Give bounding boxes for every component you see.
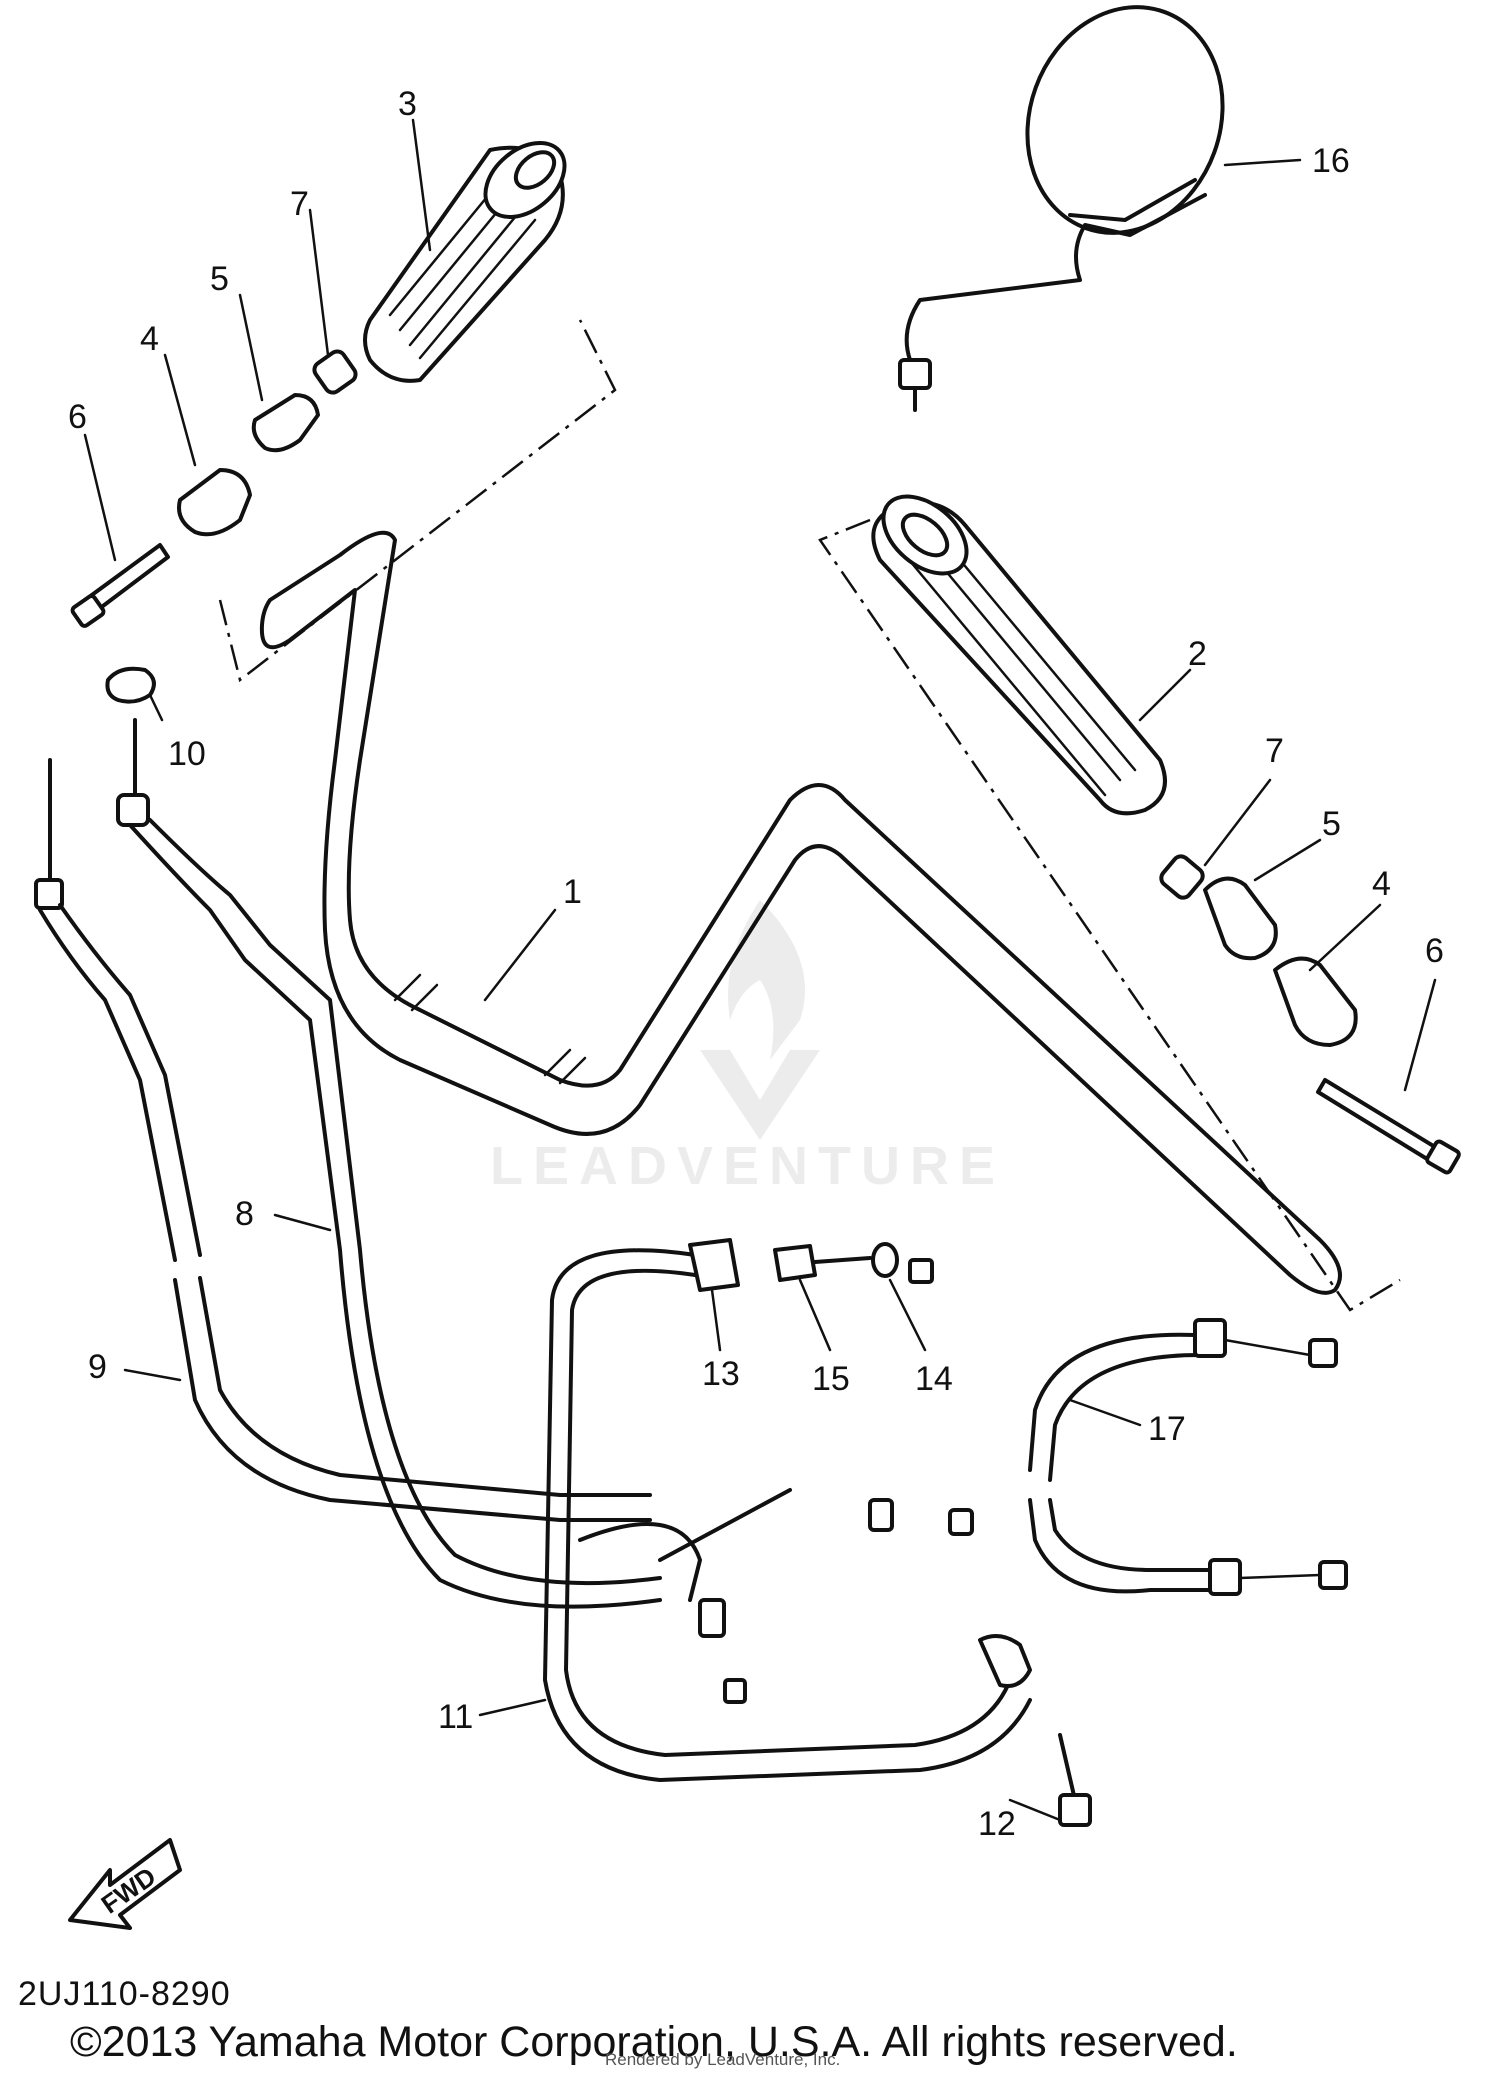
copyright-notice: ©2013 Yamaha Motor Corporation, U.S.A. A…: [70, 2018, 1238, 2066]
callout-7-left: 7: [290, 185, 309, 223]
diagram-code: 2UJ110-8290: [18, 1975, 231, 2013]
right-bolt-6: [1316, 1078, 1461, 1175]
callout-11: 11: [438, 1698, 473, 1736]
nut-14: [871, 1242, 934, 1284]
callout-10: 10: [168, 735, 206, 773]
callout-16: 16: [1312, 142, 1350, 180]
left-sleeve-5: [251, 393, 320, 453]
left-collar-7: [312, 349, 358, 395]
callout-9: 9: [88, 1348, 107, 1386]
left-balancer-4: [177, 468, 252, 537]
fwd-arrow: FWD: [68, 1838, 182, 1930]
callout-5-right: 5: [1322, 805, 1341, 843]
watermark-text: LEADVENTURE: [490, 1136, 1006, 1196]
callout-6-right: 6: [1425, 932, 1444, 970]
cable-8: [116, 718, 662, 1609]
callout-17: 17: [1148, 1410, 1186, 1448]
right-grip-outline: [818, 518, 1401, 1312]
cable-9: [34, 758, 652, 1522]
clip-10: [105, 666, 156, 704]
callout-7-right: 7: [1265, 732, 1284, 770]
leader-lines: [83, 118, 1437, 1822]
left-bolt-6: [70, 543, 170, 628]
callout-4-right: 4: [1372, 865, 1391, 903]
render-credit: Rendered by LeadVenture, Inc.: [605, 2050, 841, 2069]
cable-11: [543, 1248, 1032, 1782]
callout-6-left: 6: [68, 398, 87, 436]
mirror: [898, 5, 1225, 412]
handlebar: [259, 530, 1342, 1295]
callout-13: 13: [702, 1355, 740, 1393]
right-grip: [871, 494, 1167, 816]
locknut-15: [773, 1244, 872, 1282]
watermark-logo-icon: [700, 900, 820, 1140]
callout-1: 1: [563, 873, 582, 911]
callout-labels: 1 2 3 4 4 5 5 6 6 7 7 8 9 10 11 12 13 14…: [68, 85, 1444, 1843]
left-grip: [363, 141, 567, 383]
callout-8: 8: [235, 1195, 254, 1233]
right-sleeve-5: [1203, 876, 1278, 961]
callout-15: 15: [812, 1360, 850, 1398]
callout-4-left: 4: [140, 320, 159, 358]
callout-3: 3: [398, 85, 417, 123]
cable-fitting: [698, 1498, 974, 1704]
callout-12: 12: [978, 1805, 1016, 1843]
right-balancer-4: [1273, 956, 1358, 1047]
right-collar-7: [1159, 854, 1205, 900]
callout-14: 14: [915, 1360, 953, 1398]
adjuster-13: [688, 1238, 740, 1292]
callout-2: 2: [1188, 635, 1207, 673]
bolt-12: [978, 1634, 1092, 1827]
callout-5-left: 5: [210, 260, 229, 298]
cable-17: [1028, 1318, 1348, 1596]
